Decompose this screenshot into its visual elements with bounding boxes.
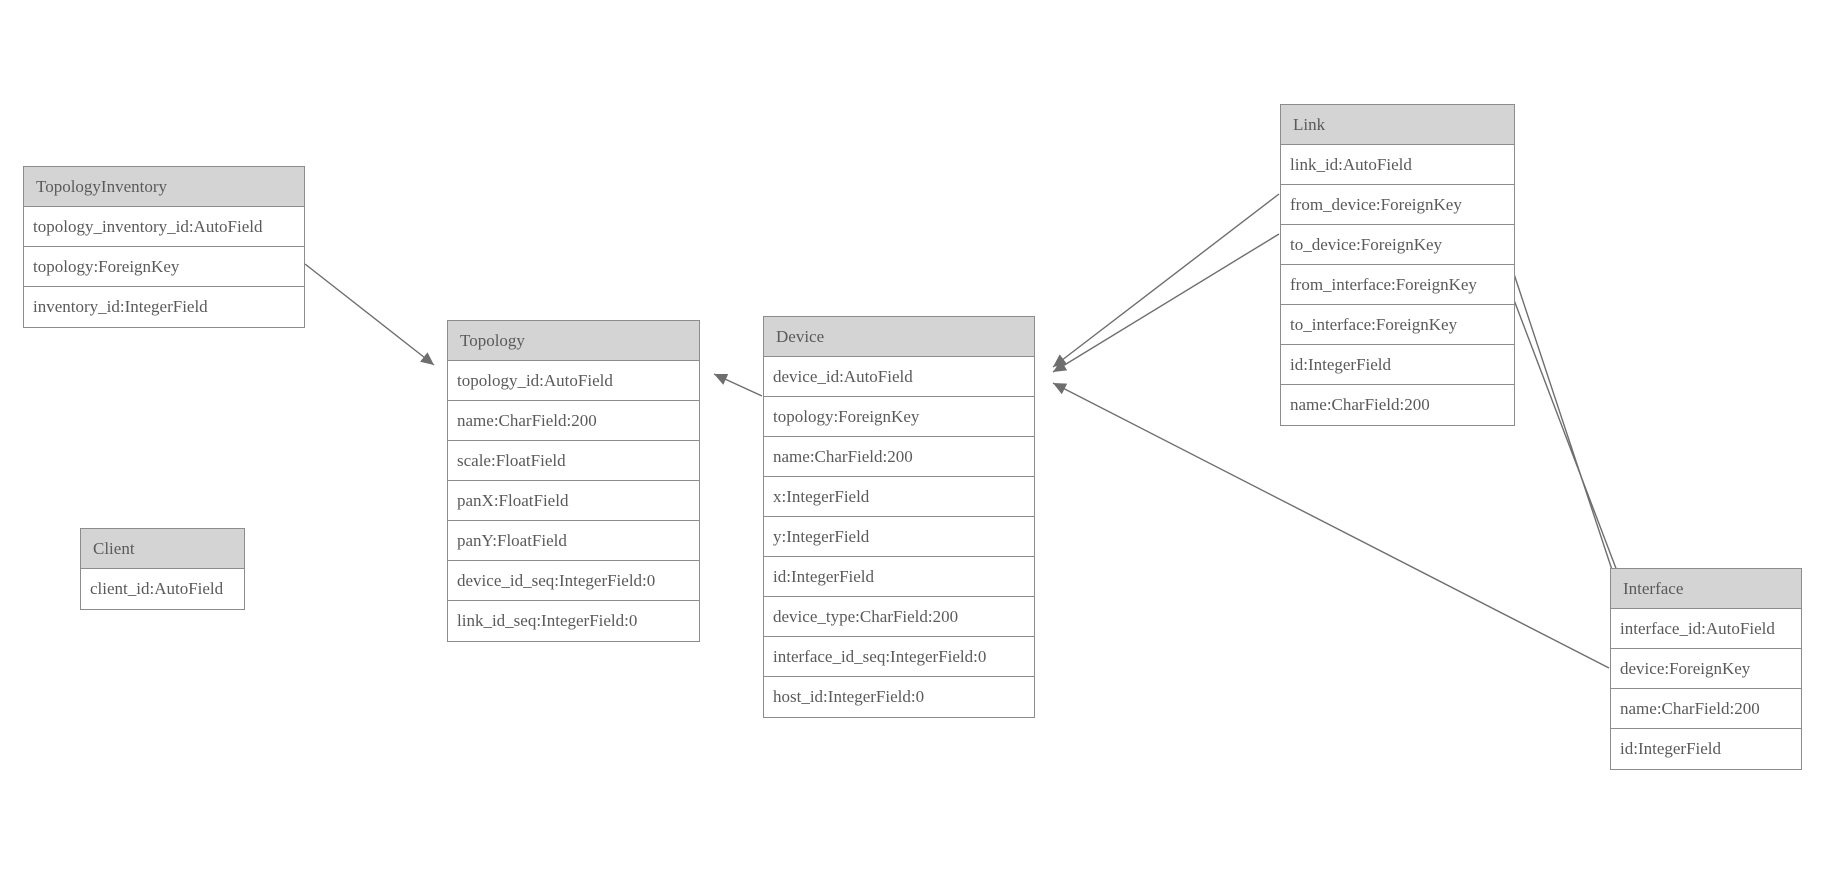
entity-field: from_device:ForeignKey (1281, 185, 1514, 225)
entity-field: inventory_id:IntegerField (24, 287, 304, 327)
entity-field: client_id:AutoField (81, 569, 244, 609)
rel-link-from-device (1052, 193, 1280, 368)
rel-device-topology (713, 373, 763, 397)
entity-field: scale:FloatField (448, 441, 699, 481)
entity-field: to_interface:ForeignKey (1281, 305, 1514, 345)
entity-field: link_id:AutoField (1281, 145, 1514, 185)
entity-field: id:IntegerField (764, 557, 1034, 597)
entity-field: id:IntegerField (1281, 345, 1514, 385)
entity-field: device_id_seq:IntegerField:0 (448, 561, 699, 601)
entity-field: panX:FloatField (448, 481, 699, 521)
entity-field: x:IntegerField (764, 477, 1034, 517)
rel-link-to-interface (1513, 299, 1629, 601)
entity-field: topology:ForeignKey (24, 247, 304, 287)
entity-title-topology: Topology (448, 321, 699, 361)
entity-field: id:IntegerField (1611, 729, 1801, 769)
entity-field: device_type:CharField:200 (764, 597, 1034, 637)
entity-field: name:CharField:200 (448, 401, 699, 441)
entity-title-device: Device (764, 317, 1034, 357)
entity-field: name:CharField:200 (764, 437, 1034, 477)
rel-topologyinventory-topology (304, 263, 435, 366)
entity-field: interface_id:AutoField (1611, 609, 1801, 649)
entity-field: device_id:AutoField (764, 357, 1034, 397)
rel-link-from-interface (1513, 273, 1624, 601)
entity-field: panY:FloatField (448, 521, 699, 561)
rel-link-to-device (1052, 233, 1280, 373)
entity-title-client: Client (81, 529, 244, 569)
entity-field: host_id:IntegerField:0 (764, 677, 1034, 717)
entity-field: to_device:ForeignKey (1281, 225, 1514, 265)
entity-title-interface: Interface (1611, 569, 1801, 609)
entity-field: device:ForeignKey (1611, 649, 1801, 689)
entity-field: topology_inventory_id:AutoField (24, 207, 304, 247)
entity-field: interface_id_seq:IntegerField:0 (764, 637, 1034, 677)
entity-field: topology:ForeignKey (764, 397, 1034, 437)
entity-title-topology_inventory: TopologyInventory (24, 167, 304, 207)
entity-field: link_id_seq:IntegerField:0 (448, 601, 699, 641)
entity-field: from_interface:ForeignKey (1281, 265, 1514, 305)
entity-field: name:CharField:200 (1611, 689, 1801, 729)
entity-field: name:CharField:200 (1281, 385, 1514, 425)
entity-field: y:IntegerField (764, 517, 1034, 557)
entity-field: topology_id:AutoField (448, 361, 699, 401)
entity-title-link: Link (1281, 105, 1514, 145)
